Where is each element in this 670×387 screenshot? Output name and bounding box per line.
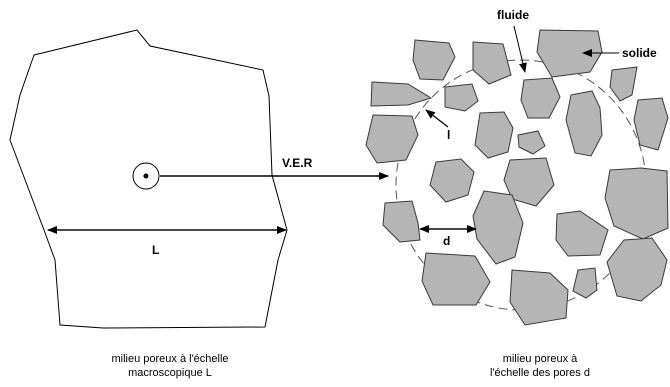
solid-grains	[365, 29, 669, 326]
macro-caption-line2: macroscopique L	[128, 367, 212, 379]
fluid-label: fluide	[497, 8, 529, 22]
macro-length-label: L	[152, 243, 159, 257]
micro-length-arrow	[425, 109, 449, 128]
macroscopic-domain-outline	[9, 29, 288, 329]
micro-length-label: l	[447, 128, 450, 142]
fluid-pointer-arrow	[513, 25, 527, 73]
pore-size-label: d	[443, 234, 450, 248]
solid-label: solide	[622, 46, 657, 60]
ver-label: V.E.R	[282, 156, 313, 170]
macro-caption-line1: milieu poreux à l'échelle	[111, 353, 228, 365]
pores-caption-line2: l'échelle des pores d	[490, 367, 590, 379]
pores-caption-line1: milieu poreux à	[503, 353, 578, 365]
ver-point-marker	[132, 162, 160, 190]
